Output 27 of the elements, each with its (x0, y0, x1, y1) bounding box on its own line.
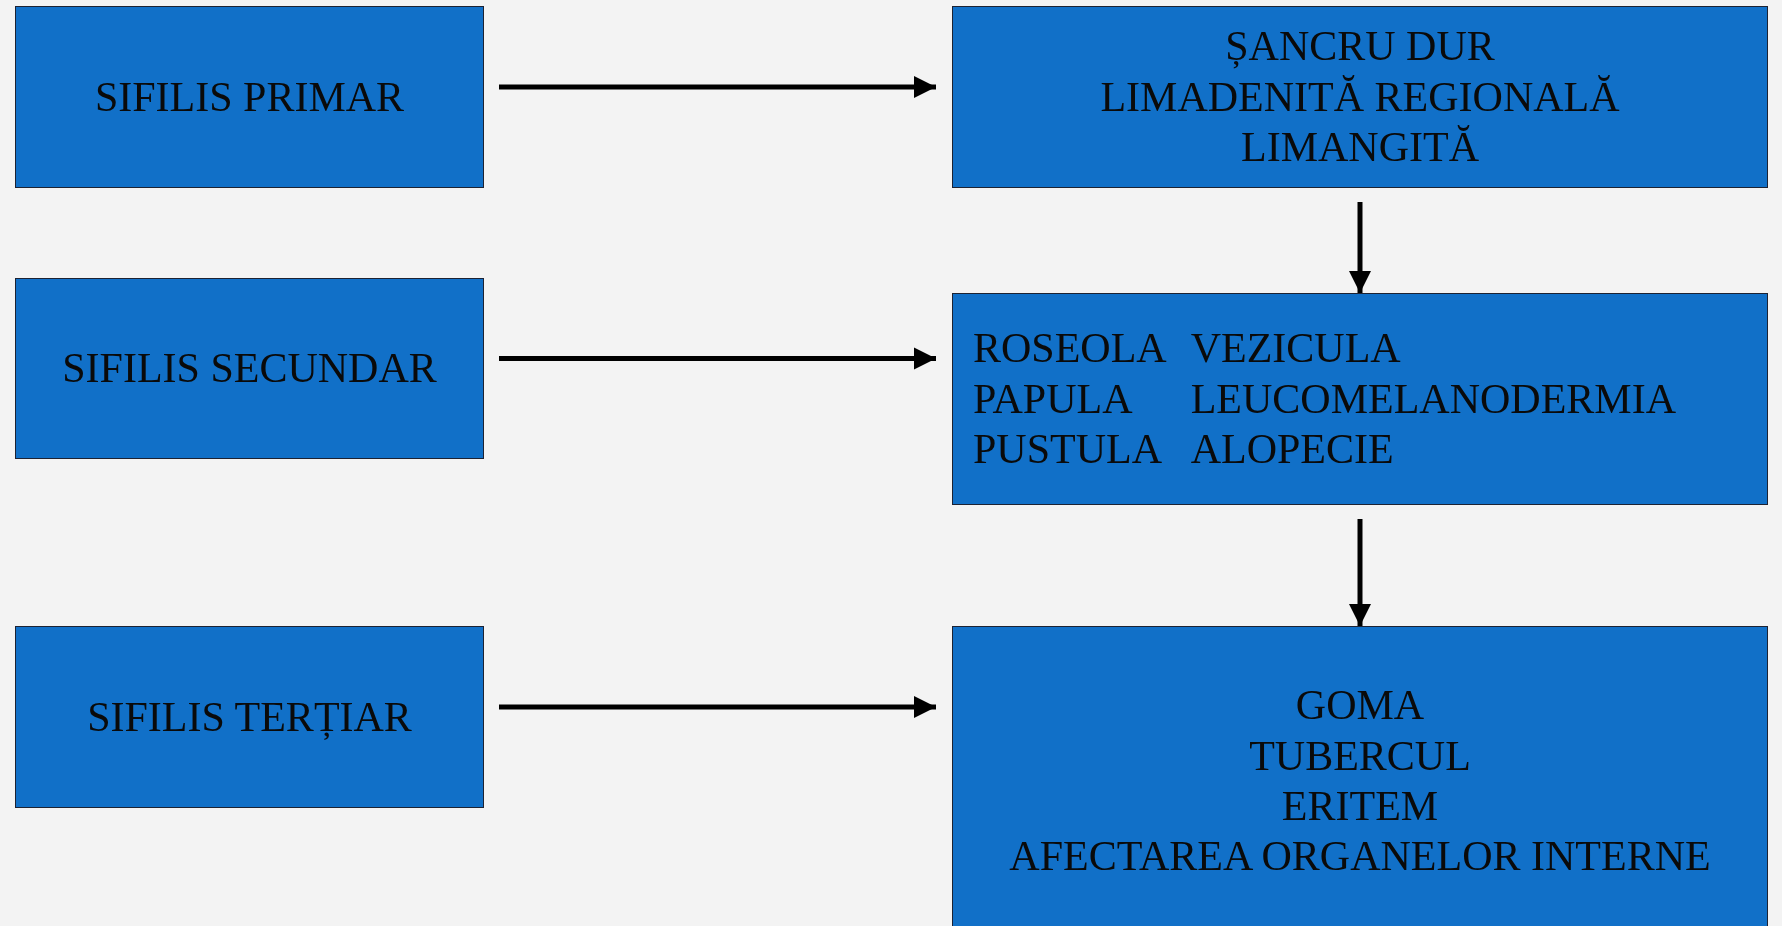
box-text: SIFILIS TERȚIAR (87, 692, 412, 742)
box-text: TUBERCUL (1249, 731, 1471, 781)
process-box (15, 626, 484, 808)
process-box (15, 278, 484, 459)
box-text: SIFILIS PRIMAR (94, 72, 405, 122)
process-box (15, 6, 484, 188)
box-text: ALOPECIE (1190, 425, 1395, 475)
box-text: ERITEM (1281, 782, 1439, 831)
box-text: LIMANGITĂ (1241, 123, 1479, 173)
process-box (952, 6, 1768, 188)
arrow (1348, 202, 1372, 293)
box-text: LIMADENITĂ REGIONALĂ (1100, 72, 1620, 122)
box-text: LEUCOMELANODERMIA (1190, 374, 1676, 424)
arrow (1348, 519, 1372, 626)
box-text: PAPULA (973, 374, 1134, 424)
box-text: SIFILIS SECUNDAR (62, 344, 437, 394)
arrow (499, 347, 936, 370)
box-text: ROSEOLA (973, 324, 1167, 374)
arrow (499, 75, 936, 99)
box-text: GOMA (1295, 681, 1425, 731)
box-text: PUSTULA (973, 425, 1164, 475)
arrow (499, 695, 936, 719)
box-text: VEZICULA (1190, 324, 1402, 374)
box-text: ȘANCRU DUR (1225, 22, 1495, 72)
process-box (952, 293, 1768, 505)
box-text: AFECTAREA ORGANELOR INTERNE (1009, 832, 1711, 882)
process-box (952, 626, 1768, 926)
